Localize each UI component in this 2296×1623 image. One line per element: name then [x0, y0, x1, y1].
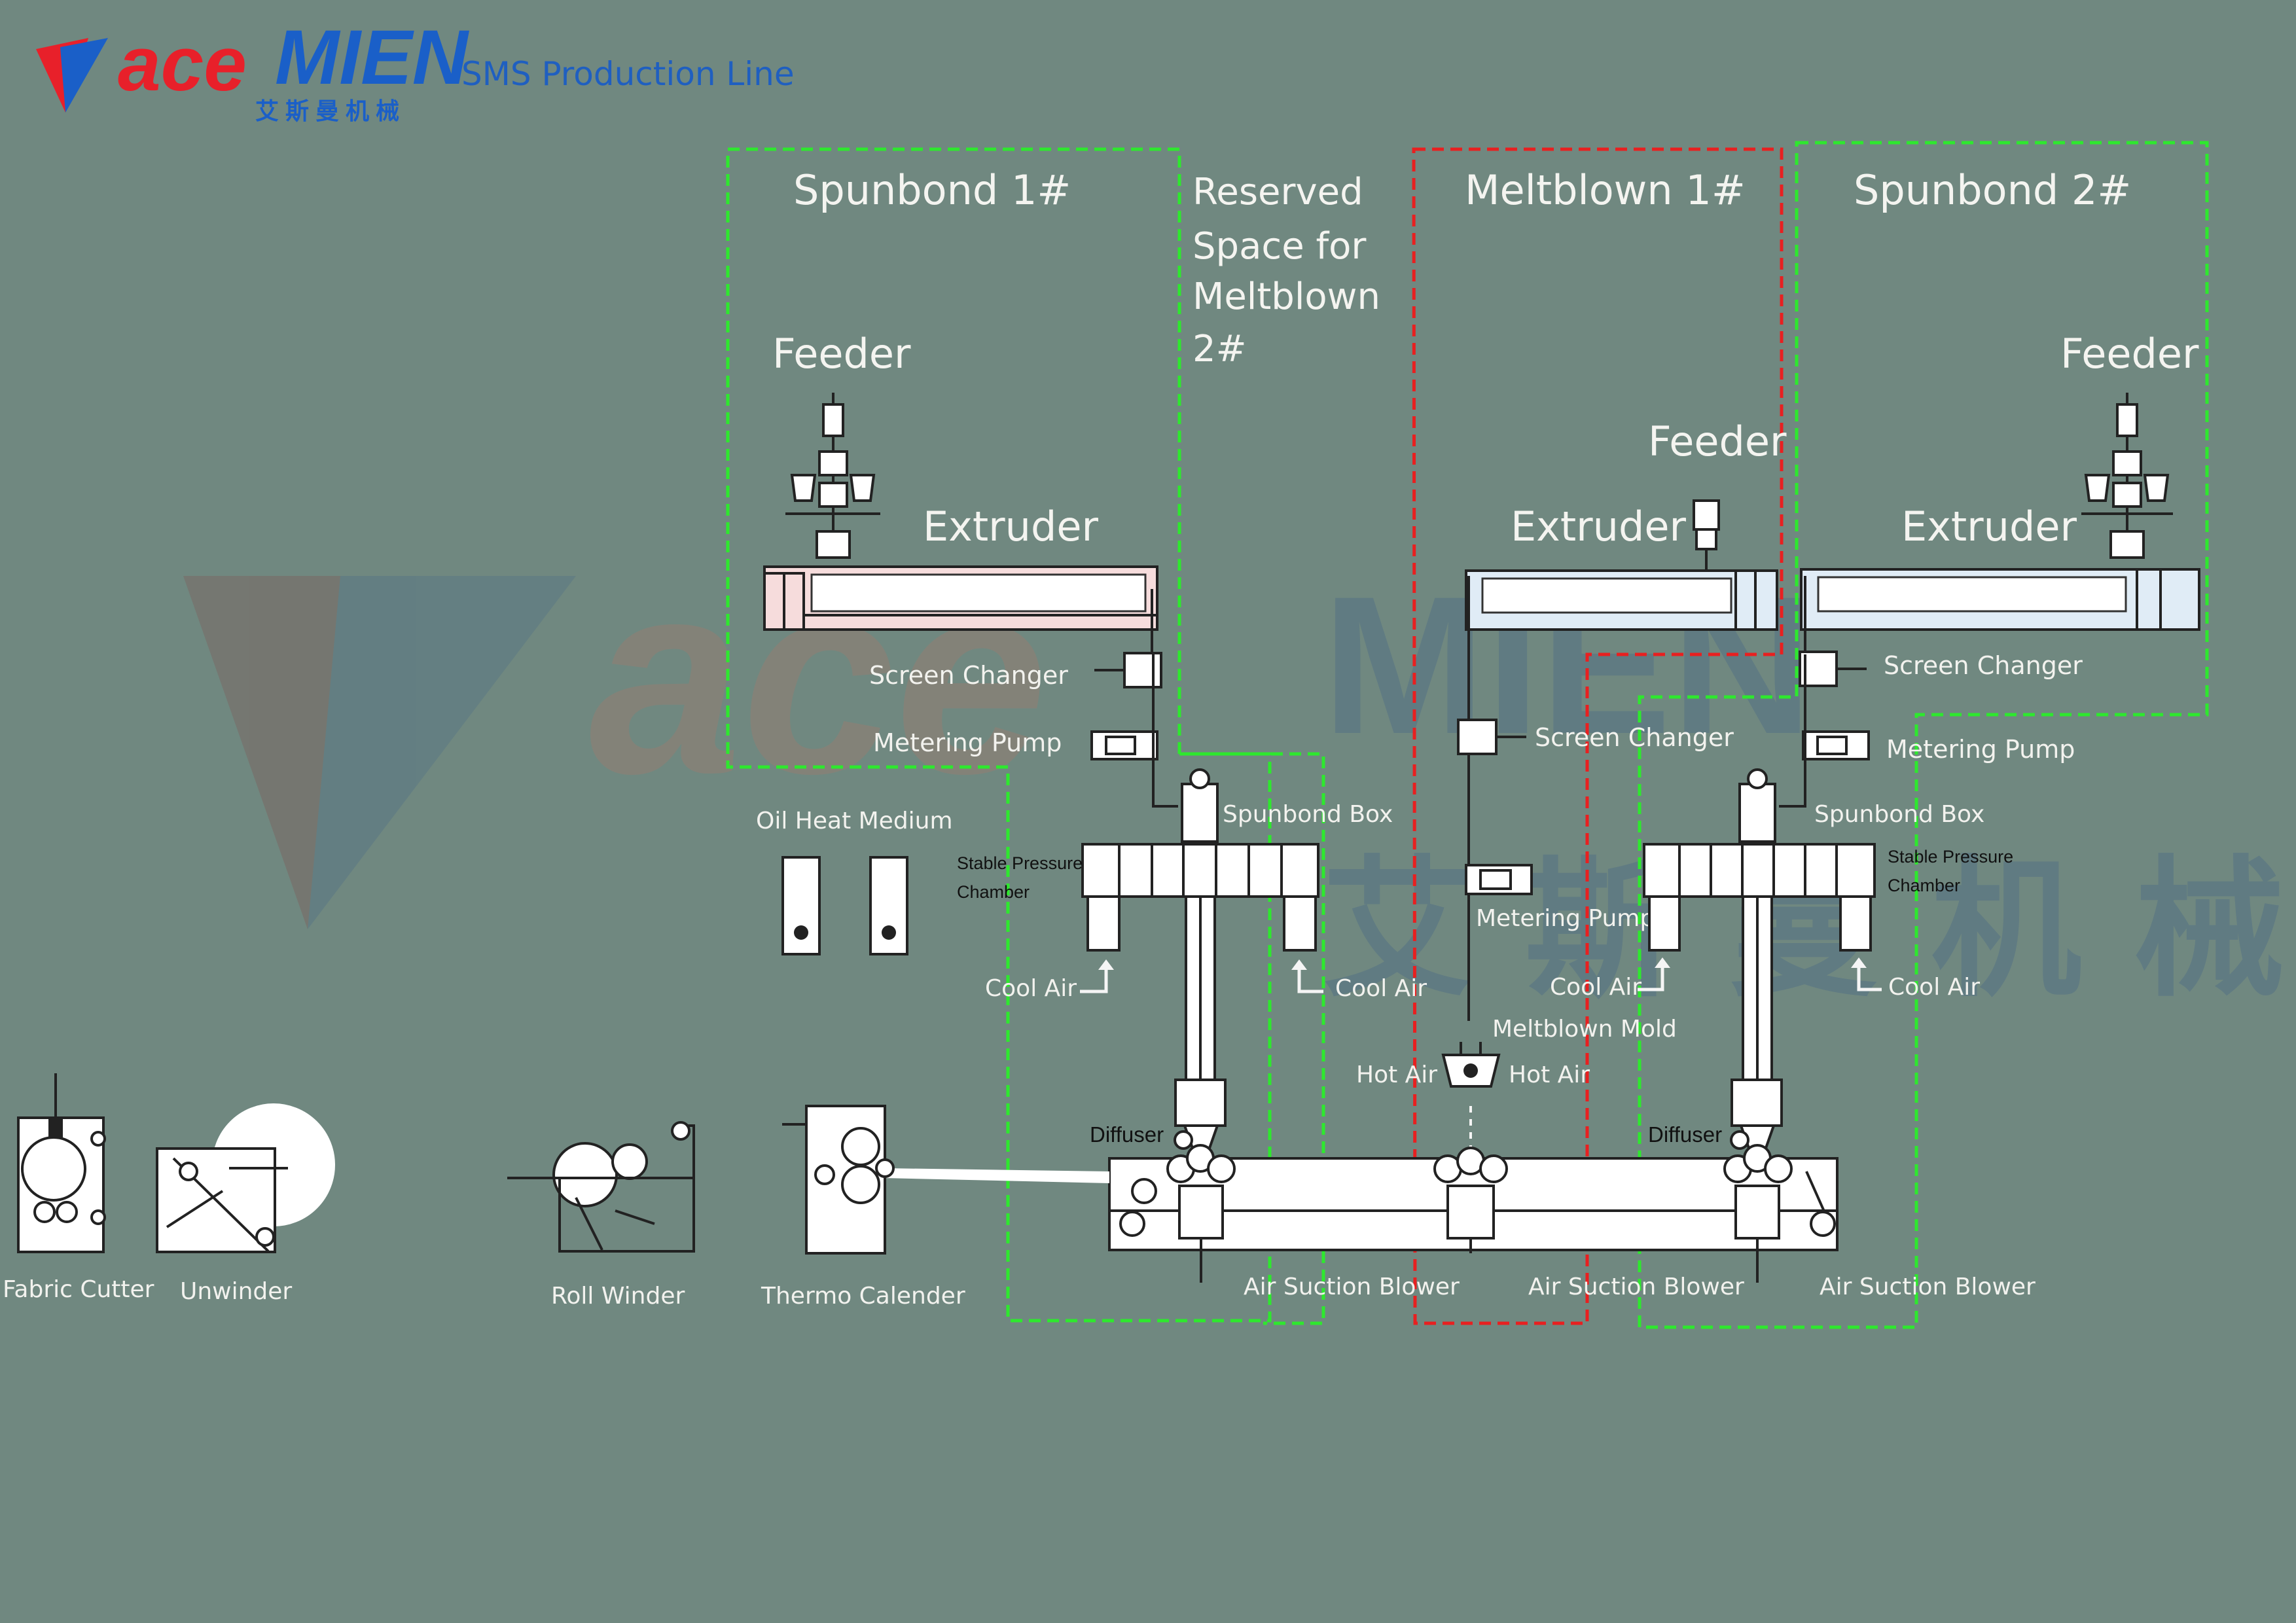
spunbond1-box-label: Spunbond Box [1223, 801, 1393, 828]
spunbond2-screen-changer-label: Screen Changer [1884, 651, 2083, 680]
spunbond1-cool-air-right-label: Cool Air [1335, 975, 1427, 1002]
thermo-calender-label: Thermo Calender [761, 1283, 965, 1310]
spunbond1-diffuser-label: Diffuser [1090, 1122, 1164, 1147]
section-title-spunbond2: Spunbond 2# [1854, 166, 2131, 214]
spunbond2-chamber-label: Chamber [1888, 876, 1960, 895]
roll-winder [507, 1121, 695, 1253]
spunbond1-box [1152, 654, 1219, 843]
spunbond2-cool-air-right-label: Cool Air [1888, 974, 1980, 1001]
spunbond1-screen-changer [1094, 652, 1162, 688]
logo-brand-accent: MIEN [275, 14, 470, 101]
meltblown1-extruder-label: Extruder [1511, 503, 1686, 550]
meltblown1-extruder [1465, 569, 1778, 1021]
oil-heat-medium-units [781, 856, 908, 955]
spunbond2-pressure-chamber [1643, 843, 1876, 1126]
spunbond1-air-suction-blower-label: Air Suction Blower [1244, 1274, 1460, 1300]
unwinder-label: Unwinder [180, 1278, 292, 1305]
meltblown1-air-suction-blower-label: Air Suction Blower [1528, 1274, 1744, 1300]
reserved-title-line1: Reserved [1193, 171, 1363, 213]
meltblown1-screen-changer [1457, 719, 1526, 755]
spunbond2-stable-pressure-label: Stable Pressure [1888, 847, 2013, 866]
spunbond1-lower-boundary [1179, 752, 1325, 1325]
spunbond1-metering-pump [1090, 730, 1158, 760]
meltblown1-hot-air-left-label: Hot Air [1356, 1061, 1437, 1088]
logo-mark-blue [60, 38, 108, 113]
spunbond2-box-label: Spunbond Box [1814, 801, 1984, 828]
logo-brand-main: ace [118, 21, 247, 107]
spunbond2-metering-pump [1802, 730, 1870, 760]
reserved-title-line3: Meltblown [1193, 276, 1380, 318]
spunbond1-chamber-label: Chamber [957, 882, 1030, 902]
spunbond2-screen-changer [1799, 651, 1867, 687]
spunbond1-stable-pressure-label: Stable Pressure [957, 853, 1083, 873]
spunbond2-cool-air-arrows [1638, 957, 1882, 991]
meltblown1-metering-pump [1465, 864, 1533, 895]
spunbond2-extruder-label: Extruder [1901, 503, 2077, 550]
spunbond2-feeder-label: Feeder [2060, 330, 2199, 378]
spunbond2-boundary [1638, 141, 2209, 1329]
spunbond2-feeder [2081, 393, 2173, 559]
spunbond2-air-suction-blower-label: Air Suction Blower [1820, 1274, 2036, 1300]
fabric-cutter-label: Fabric Cutter [3, 1276, 154, 1303]
roll-winder-label: Roll Winder [551, 1283, 685, 1310]
spunbond2-extruder [1800, 568, 2200, 654]
meltblown1-feeder-label: Feeder [1648, 418, 1787, 465]
meltblown1-screen-changer-label: Screen Changer [1535, 723, 1734, 752]
fabric-web [884, 1168, 1109, 1183]
spunbond1-cool-air-left-label: Cool Air [985, 975, 1077, 1002]
spunbond1-feeder [785, 393, 880, 559]
spunbond2-diffuser [1730, 1079, 1783, 1153]
meltblown1-hot-air-right-label: Hot Air [1509, 1061, 1590, 1088]
meltblown1-mold-label: Meltblown Mold [1492, 1016, 1677, 1043]
spunbond2-cool-air-left-label: Cool Air [1550, 974, 1641, 1001]
spunbond1-boundary [726, 147, 1272, 1323]
spunbond1-metering-pump-label: Metering Pump [873, 728, 1062, 757]
page-title: SMS Production Line [461, 55, 795, 93]
oil-heat-medium-label: Oil Heat Medium [756, 808, 953, 834]
fabric-cutter [17, 1073, 106, 1253]
meltblown1-boundary [1412, 147, 1784, 1325]
spunbond1-extruder [763, 565, 1158, 654]
meltblown1-metering-pump-label: Metering Pump [1476, 905, 1655, 932]
spunbond1-cool-air-arrows [1080, 959, 1323, 993]
forming-conveyor [1108, 1144, 1839, 1283]
reserved-title-line2: Space for [1193, 225, 1367, 268]
spunbond2-metering-pump-label: Metering Pump [1886, 735, 2075, 764]
section-title-spunbond1: Spunbond 1# [793, 166, 1071, 214]
spunbond1-screen-changer-label: Screen Changer [869, 661, 1068, 690]
spunbond2-box [1738, 654, 1806, 843]
unwinder [156, 1103, 335, 1253]
section-title-meltblown1: Meltblown 1# [1465, 166, 1746, 214]
spunbond1-feeder-label: Feeder [772, 330, 911, 378]
company-logo: ace MIEN 艾斯曼机械 [36, 14, 470, 125]
meltblown1-mold [1441, 1042, 1501, 1152]
logo-brand-chinese: 艾斯曼机械 [255, 98, 406, 125]
section-boundaries [726, 141, 2209, 1329]
spunbond1-extruder-label: Extruder [923, 503, 1098, 550]
meltblown1-feeder [1693, 499, 1720, 569]
thermo-calender [782, 1105, 895, 1255]
spunbond1-pressure-chamber [1081, 843, 1319, 1126]
spunbond1-diffuser [1174, 1079, 1227, 1153]
spunbond2-diffuser-label: Diffuser [1648, 1122, 1722, 1147]
reserved-title-line4: 2# [1193, 328, 1247, 370]
